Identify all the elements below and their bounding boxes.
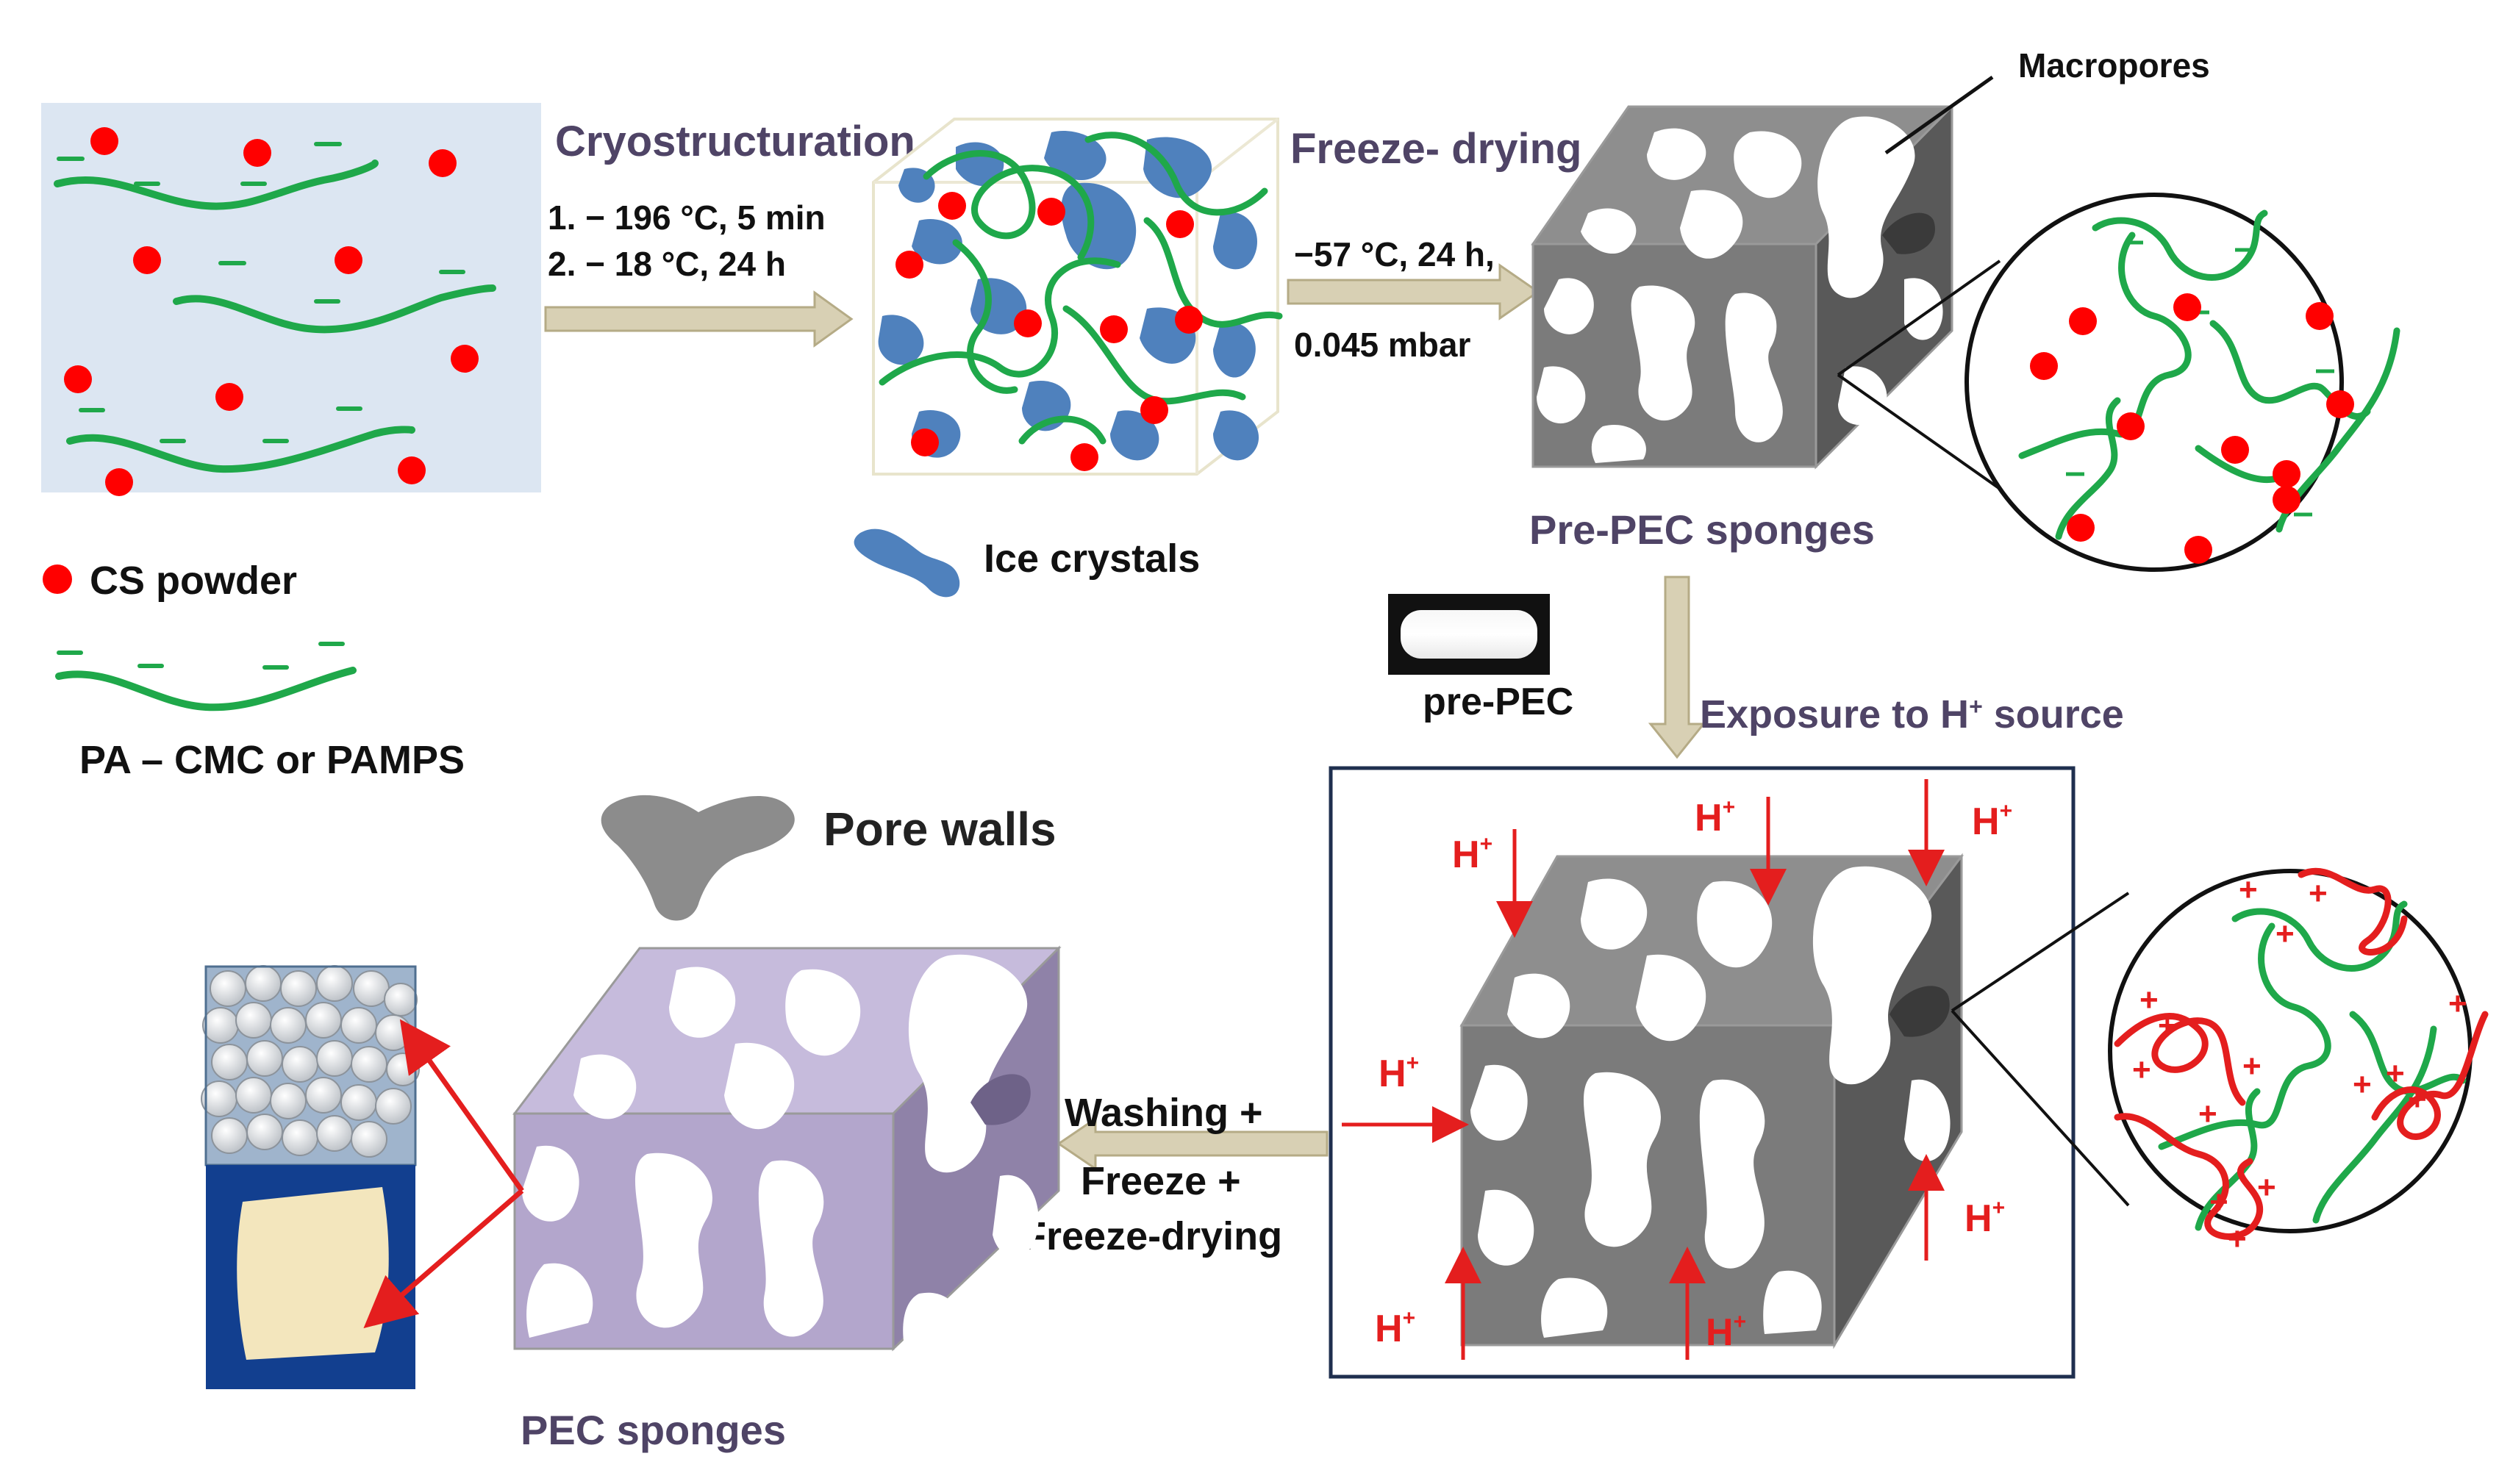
svg-text:+: + xyxy=(2228,1221,2247,1257)
zoom-circle-pre-pec xyxy=(1837,193,2400,572)
process-arrow-exposure xyxy=(1648,576,1706,759)
freeze-drying-cond-1: −57 °C, 24 h, xyxy=(1294,235,1495,273)
pre-pec-photo xyxy=(1388,594,1550,675)
proton-label-5: H+ xyxy=(1375,1306,1415,1350)
svg-text:+: + xyxy=(2309,875,2328,911)
protonated-cube xyxy=(1459,853,1964,1349)
macropores-callout: Macropores xyxy=(1884,46,2210,155)
cryostructuration-label: Cryostructuration xyxy=(555,118,915,165)
initial-solution-panel xyxy=(41,103,541,496)
svg-text:+: + xyxy=(2239,872,2258,908)
proton-label-4: H+ xyxy=(1379,1051,1419,1095)
cryo-step-2: 2. − 18 °C, 24 h xyxy=(548,245,786,283)
proton-labels: H+ H+ H+ H+ H+ H+ H+ xyxy=(1375,795,2012,1354)
exposure-label: Exposure to H+ source xyxy=(1700,692,2124,736)
svg-text:+: + xyxy=(2257,1169,2276,1205)
pre-pec-label: pre-PEC xyxy=(1423,681,1573,723)
legend-polymer-marker xyxy=(55,667,357,711)
svg-text:+: + xyxy=(2408,1081,2427,1117)
pore-wall-icon xyxy=(601,795,795,921)
photo-pointer-arrows xyxy=(363,1019,524,1329)
ice-crystal-shapes xyxy=(878,131,1259,461)
frozen-cube xyxy=(872,118,1283,476)
pre-pec-cube xyxy=(1531,104,1955,470)
proton-label-2: H+ xyxy=(1695,795,1735,839)
washing-line-2: Freeze + xyxy=(1081,1159,1241,1203)
proton-label-6: H+ xyxy=(1706,1310,1746,1354)
svg-text:+: + xyxy=(2139,982,2159,1018)
legend: CS powder PA – CMC or PAMPS xyxy=(43,559,465,782)
pec-cube xyxy=(512,945,1062,1352)
svg-text:+: + xyxy=(2198,1096,2217,1132)
svg-text:+: + xyxy=(2386,1055,2405,1092)
process-arrow-freeze-drying xyxy=(1287,263,1540,320)
washing-line-3: Freeze-drying xyxy=(1022,1214,1282,1258)
pre-pec-sponges-label: Pre-PEC sponges xyxy=(1529,506,1875,553)
svg-text:+: + xyxy=(2448,986,2467,1022)
svg-text:+: + xyxy=(2158,1008,2177,1044)
freeze-drying-label: Freeze- drying xyxy=(1290,125,1581,173)
washing-line-1: Washing + xyxy=(1065,1091,1263,1135)
svg-text:+: + xyxy=(2209,1184,2228,1220)
frozen-cs-particles xyxy=(895,192,1203,471)
legend-cs-label: CS powder xyxy=(90,559,297,603)
proton-label-1: H+ xyxy=(1452,832,1492,876)
svg-text:+: + xyxy=(2275,916,2295,952)
anionic-charges xyxy=(57,142,465,443)
process-arrow-washing xyxy=(1057,1116,1329,1171)
proton-label-7: H+ xyxy=(1964,1196,2005,1240)
cs-particles xyxy=(64,127,479,496)
polymer-chains xyxy=(54,159,496,473)
zoom-circle-pec: +++ +++ +++ +++ +++ xyxy=(1951,867,2489,1257)
pore-walls-legend: Pore walls xyxy=(601,795,1057,921)
freeze-drying-cond-2: 0.045 mbar xyxy=(1294,326,1470,364)
svg-text:+: + xyxy=(2353,1067,2372,1103)
pec-sponges-label: PEC sponges xyxy=(521,1407,786,1453)
cryo-step-1: 1. − 196 °C, 5 min xyxy=(548,198,826,237)
pec-beads-photo xyxy=(201,965,420,1166)
ice-crystal-legend: Ice crystals xyxy=(854,528,1200,598)
ice-crystal-icon xyxy=(854,528,960,598)
ice-crystals-label: Ice crystals xyxy=(984,537,1200,581)
proton-arrows xyxy=(1342,779,1945,1360)
macropores-label: Macropores xyxy=(2018,46,2210,85)
process-arrow-cryo xyxy=(544,290,854,348)
macropore-shapes xyxy=(1537,116,1943,463)
pore-walls-label: Pore walls xyxy=(823,803,1057,856)
svg-text:+: + xyxy=(2132,1052,2151,1088)
exposure-panel: H+ H+ H+ H+ H+ H+ H+ xyxy=(1329,766,2076,1379)
pec-monolith-photo xyxy=(206,1165,415,1389)
legend-polymer-label: PA – CMC or PAMPS xyxy=(79,738,465,782)
legend-cs-marker xyxy=(43,564,72,594)
svg-text:+: + xyxy=(2242,1048,2262,1084)
proton-label-3: H+ xyxy=(1972,799,2012,843)
